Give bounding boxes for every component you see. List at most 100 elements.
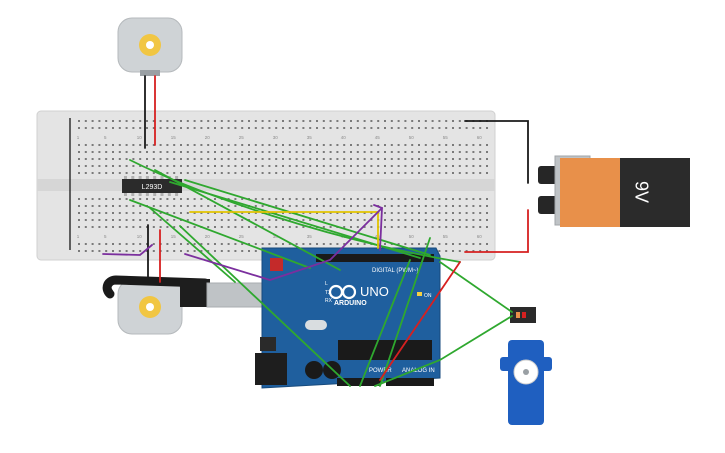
breadboard-hole [193,120,196,122]
breadboard-hole [309,243,312,245]
breadboard-hole [78,198,80,200]
breadboard-hole [356,165,359,167]
wire-red-battery[interactable] [464,209,529,253]
breadboard-hole [322,219,325,221]
arduino-uno[interactable]: ARDUINO UNO DIGITAL (PWM~) POWER ANALOG … [255,247,441,389]
breadboard-hole [322,205,325,207]
wire-green-7[interactable] [149,207,236,283]
breadboard-hole [363,165,366,167]
breadboard-hole [336,205,339,207]
reset-button[interactable] [270,258,283,271]
breadboard-hole [295,198,298,200]
dc-motor-top[interactable] [117,17,183,76]
breadboard-hole [261,151,264,153]
breadboard-hole [84,219,87,221]
breadboard-hole [139,212,142,214]
breadboard-hole [343,243,346,245]
wire-green-8[interactable] [379,237,431,387]
wire-green-9[interactable] [359,259,411,387]
breadboard-hole [98,198,101,200]
breadboard-hole [411,144,414,146]
breadboard-hole [295,127,298,129]
wire-green-6[interactable] [179,225,351,387]
breadboard-hole [166,158,169,160]
wire-green-5[interactable] [129,199,311,269]
breadboard-hole [282,172,284,174]
breadboard-hole [458,198,461,200]
breadboard-hole [445,165,448,167]
breadboard-hole [159,120,162,122]
breadboard-hole [275,205,278,207]
wire-green-1[interactable] [129,159,461,263]
breadboard-hole [486,127,488,129]
breadboard-hole [472,172,475,174]
breadboard-hole [404,127,407,129]
chip-pin [138,176,142,179]
wire-green-4[interactable] [184,179,431,256]
led-rx-label: RX [325,298,333,304]
battery-9v[interactable]: 9V [538,155,690,227]
breadboard-hole [254,205,257,207]
breadboard-hole [254,165,257,167]
breadboard-hole [479,243,482,245]
breadboard-hole [220,165,223,167]
breadboard-hole [227,212,230,214]
breadboard-hole [452,205,454,207]
wire-green-servo-signal[interactable] [439,261,513,313]
servo-motor[interactable] [500,307,552,425]
breadboard-hole [268,226,271,228]
breadboard-hole [227,165,230,167]
breadboard-hole [241,198,244,200]
breadboard-hole [91,250,94,252]
wire-green-servo-gnd[interactable] [374,315,513,387]
breadboard[interactable]: 1155101015152020252530303535404045455050… [36,110,496,261]
breadboard-hole [288,120,291,122]
breadboard-hole [329,212,332,214]
wire-purple-3[interactable] [102,244,153,256]
breadboard-hole [363,219,366,221]
breadboard-hole [152,144,155,146]
breadboard-hole [193,205,196,207]
breadboard-hole [397,158,400,160]
wire-black-battery[interactable] [464,120,529,184]
breadboard-column-number: 55 [443,234,449,239]
breadboard-hole [411,165,414,167]
breadboard-hole [180,127,182,129]
breadboard-hole [234,165,237,167]
breadboard-hole [207,158,210,160]
analog-header-label: ANALOG IN [402,368,435,374]
breadboard-hole [343,219,346,221]
breadboard-hole [241,120,244,122]
breadboard-hole [159,165,162,167]
breadboard-hole [200,120,203,122]
breadboard-hole [254,243,257,245]
breadboard-hole [458,250,461,252]
breadboard-hole [214,165,216,167]
breadboard-hole [261,243,264,245]
breadboard-hole [254,144,257,146]
l293d-chip[interactable]: L293D [122,176,182,196]
breadboard-hole [186,158,189,160]
breadboard-hole [431,120,434,122]
breadboard-hole [105,120,108,122]
breadboard-hole [173,219,176,221]
breadboard-hole [472,243,475,245]
wire-red-servo-power[interactable] [379,261,461,381]
breadboard-hole [125,120,128,122]
breadboard-hole [363,243,366,245]
breadboard-hole [329,226,332,228]
breadboard-hole [445,127,448,129]
breadboard-hole [329,205,332,207]
breadboard-hole [370,144,373,146]
breadboard-column-number: 15 [171,234,177,239]
breadboard-hole [91,151,94,153]
dc-motor-bottom[interactable] [117,279,183,335]
breadboard-hole [159,212,162,214]
breadboard-hole [404,158,407,160]
chip-pin [124,176,127,179]
breadboard-hole [166,243,169,245]
usb-cable[interactable] [102,275,288,308]
wire-purple-2[interactable] [184,207,383,281]
breadboard-hole [343,127,346,129]
breadboard-hole [438,172,441,174]
